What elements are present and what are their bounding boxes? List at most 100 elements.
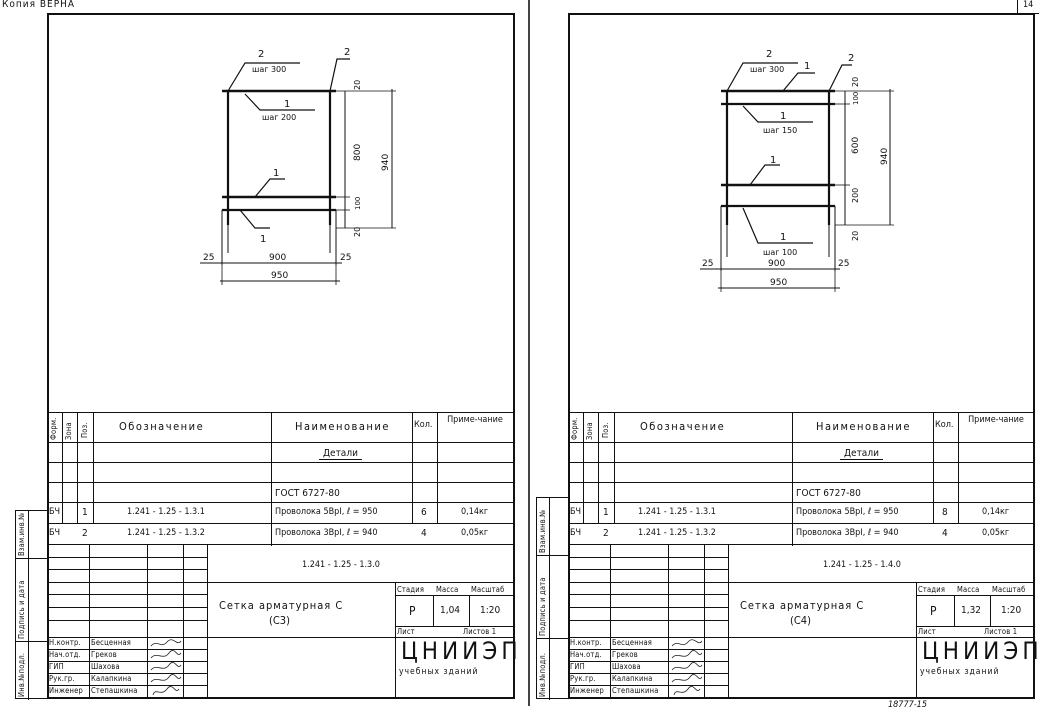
label-pos-1-lower: 1 [770, 155, 776, 166]
org-subtitle: учебных зданий [920, 667, 1000, 677]
sheet-label: Лист [397, 627, 415, 636]
side-label-inv-orig: Инв.№подл. [538, 652, 547, 697]
label-pos-1-bottom: 1 [780, 232, 786, 243]
stage-value: Р [409, 604, 416, 618]
side-label-inv-sub: Взам.инв.№ [17, 512, 26, 556]
row-form: БЧ [49, 528, 61, 538]
staff-name: Бесценная [91, 638, 132, 647]
staff-name: Степашкина [91, 686, 138, 695]
mesh-drawing-c3: 2 шаг 300 2 1 шаг 200 1 1 20 800 100 20 … [200, 47, 396, 285]
staff-role: Инженер [49, 686, 83, 695]
staff-name: Греков [91, 650, 117, 659]
dim-800: 800 [353, 144, 363, 161]
mass-label: Масса [957, 585, 980, 594]
row-pos: 1 [603, 507, 609, 518]
label-step-200: шаг 200 [262, 113, 296, 122]
label-pos-1-top: 1 [804, 61, 810, 72]
standard-ref: ГОСТ 6727-80 [275, 488, 340, 499]
row-name: Проволока 3ВрI, ℓ = 940 [275, 528, 378, 538]
label-pos-2-right: 2 [848, 53, 854, 64]
staff-role: Нач.отд. [570, 650, 602, 659]
dim-950: 950 [770, 278, 787, 288]
dim-900: 900 [269, 253, 286, 263]
drawing-title: Сетка арматурная С [740, 599, 865, 612]
stage-label: Стадия [918, 585, 946, 594]
drawing-code: 1.241 - 1.25 - 1.4.0 [823, 560, 901, 570]
standard-ref: ГОСТ 6727-80 [796, 488, 861, 499]
staff-role: ГИП [570, 662, 585, 671]
specification-table: Форм. Зона Поз. Обозначение Наименование… [568, 412, 1039, 699]
stage-label: Стадия [397, 585, 425, 594]
sheet-frame [47, 13, 515, 699]
row-designation: 1.241 - 1.25 - 1.3.2 [638, 528, 716, 538]
col-header-pos: Поз. [601, 422, 610, 438]
label-pos-2-left: 2 [766, 49, 772, 60]
sheet-label: Лист [918, 627, 936, 636]
page-divider [528, 0, 530, 706]
row-designation: 1.241 - 1.25 - 1.3.1 [127, 507, 205, 517]
dim-25-right: 25 [340, 253, 351, 263]
scale-label: Масштаб [992, 585, 1026, 594]
col-header-name: Наименование [816, 420, 911, 433]
sheet-frame [568, 13, 1035, 699]
row-qty: 6 [421, 507, 427, 518]
col-header-qty: Кол. [414, 420, 433, 430]
side-label-inv-sub: Взам.инв.№ [538, 509, 547, 553]
dim-940: 940 [381, 154, 391, 171]
signatures [671, 639, 703, 696]
dim-20-bottom: 20 [851, 231, 860, 241]
staff-role: Нач.отд. [49, 650, 81, 659]
col-header-form: Форм. [49, 417, 58, 440]
dim-20-top: 20 [353, 80, 362, 90]
side-strip: Взам.инв.№ Подпись и дата Инв.№подл. [536, 497, 569, 700]
mass-value: 1,04 [440, 605, 461, 616]
dim-25-right: 25 [838, 259, 849, 269]
col-header-note: Приме-чание [968, 415, 1024, 425]
row-qty: 4 [421, 528, 427, 539]
staff-name: Степашкина [612, 686, 659, 695]
col-header-pos: Поз. [80, 422, 89, 438]
drawing-subtitle: (С4) [790, 614, 811, 627]
row-note: 0,14кг [982, 507, 1010, 517]
dim-25-left: 25 [203, 253, 214, 263]
drawing-sheet-c3: 2 шаг 300 2 1 шаг 200 1 1 20 800 100 20 … [0, 13, 528, 706]
row-qty: 4 [942, 528, 948, 539]
row-designation: 1.241 - 1.25 - 1.3.2 [127, 528, 205, 538]
dim-950: 950 [271, 271, 288, 281]
dim-25-left: 25 [702, 259, 713, 269]
label-pos-2-left: 2 [258, 49, 264, 60]
signatures [150, 639, 182, 696]
copy-stamp: Копия ВЕРНА [2, 0, 76, 10]
scale-value: 1:20 [480, 605, 501, 616]
staff-role: Рук.гр. [570, 674, 596, 683]
row-pos: 1 [82, 507, 88, 518]
side-label-sign-date: Подпись и дата [538, 577, 547, 636]
dim-100: 100 [354, 197, 362, 210]
row-note: 0,05кг [461, 528, 489, 538]
label-pos-1-bottom: 1 [260, 234, 266, 245]
scale-label: Масштаб [471, 585, 505, 594]
label-pos-1-mid: 1 [284, 99, 290, 110]
row-name: Проволока 5ВрI, ℓ = 950 [275, 507, 378, 517]
col-header-form: Форм. [570, 417, 579, 440]
row-note: 0,05кг [982, 528, 1010, 538]
col-header-name: Наименование [295, 420, 390, 433]
scale-value: 1:20 [1001, 605, 1022, 616]
page-number: 14 [1023, 0, 1034, 10]
dim-940: 940 [880, 148, 890, 165]
staff-role: Инженер [570, 686, 604, 695]
org-logo: ЦНИИЭП [922, 637, 1039, 665]
row-note: 0,14кг [461, 507, 489, 517]
staff-name: Бесценная [612, 638, 653, 647]
row-form: БЧ [49, 507, 61, 517]
drawing-code: 1.241 - 1.25 - 1.3.0 [302, 560, 380, 570]
row-name: Проволока 5ВрI, ℓ = 950 [796, 507, 899, 517]
section-details: Детали [319, 448, 362, 460]
col-header-note: Приме-чание [447, 415, 503, 425]
col-header-qty: Кол. [935, 420, 954, 430]
dim-900: 900 [768, 259, 785, 269]
staff-role: Рук.гр. [49, 674, 75, 683]
dim-20-top: 20 [851, 77, 860, 87]
footer-note: 18777-15 [888, 700, 927, 710]
drawing-title: Сетка арматурная С [219, 599, 344, 612]
